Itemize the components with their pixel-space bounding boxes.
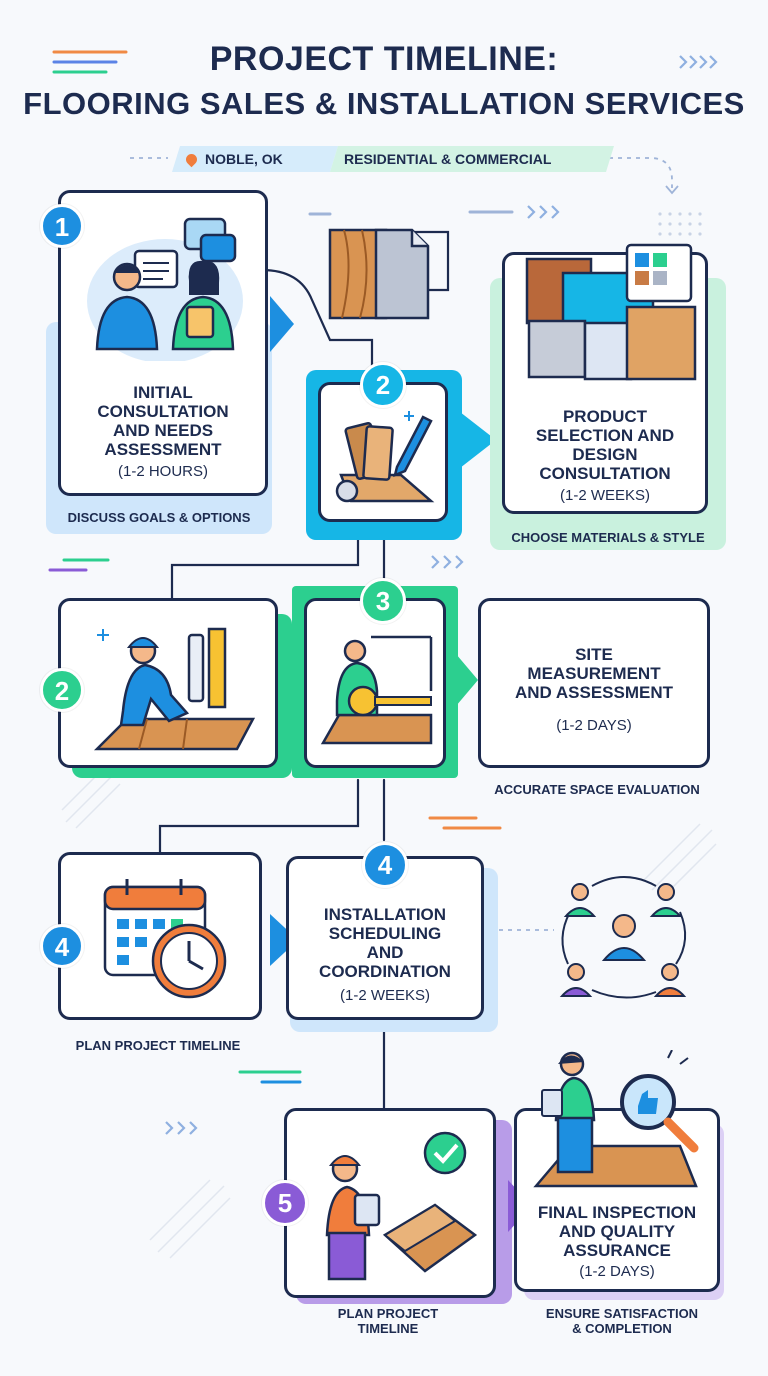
step3-arrow: [456, 654, 478, 706]
step5-duration: (1-2 DAYS): [579, 1263, 655, 1280]
step3-left-badge: 2: [40, 668, 84, 712]
step4-text-card: INSTALLATION SCHEDULING AND COORDINATION…: [286, 856, 484, 1020]
step4-duration: (1-2 WEEKS): [339, 987, 430, 1004]
page-subtitle: FLOORING SALES & INSTALLATION SERVICES: [23, 86, 745, 121]
step4-left-card: [58, 852, 262, 1020]
step3-text-card: SITE MEASUREMENT AND ASSESSMENT (1-2 DAY…: [478, 598, 710, 768]
step4-caption: PLAN PROJECT TIMELINE: [75, 1038, 241, 1053]
material-samples-icon: [335, 411, 435, 503]
step1-badge: 1: [40, 204, 84, 248]
installer-icon: [93, 627, 256, 751]
step3-badge: 3: [360, 578, 406, 624]
step4-badge: 4: [362, 842, 408, 888]
step1-duration: (1-2 HOURS): [117, 463, 208, 480]
step2-caption: CHOOSE MATERIALS & STYLE: [511, 530, 705, 545]
step2-duration: (1-2 WEEKS): [559, 487, 650, 504]
inspection-icon: [533, 1050, 699, 1188]
measuring-icon: [320, 635, 433, 745]
step2-badge: 2: [360, 362, 406, 408]
step4-title: INSTALLATION SCHEDULING AND COORDINATION: [319, 905, 451, 981]
calendar-clock-icon: [103, 879, 227, 999]
step1-caption: DISCUSS GOALS & OPTIONS: [67, 510, 251, 525]
step1-arrow: [270, 296, 294, 352]
step4-left-badge: 4: [40, 924, 84, 968]
map-pin-icon: [184, 152, 200, 168]
step2-title: PRODUCT SELECTION AND DESIGN CONSULTATIO…: [535, 407, 675, 483]
step3-title: SITE MEASUREMENT AND ASSESSMENT: [514, 645, 674, 702]
page-title: PROJECT TIMELINE:: [209, 40, 559, 78]
consultation-icon: [87, 217, 243, 361]
step1-card: INITIAL CONSULTATION AND NEEDS ASSESSMEN…: [58, 190, 268, 496]
installer-checkmark-icon: [325, 1131, 478, 1281]
step5-caption: ENSURE SATISFACTION & COMPLETION: [545, 1306, 699, 1336]
step3-left-card: [58, 598, 278, 768]
step1-title: INITIAL CONSULTATION AND NEEDS ASSESSMEN…: [97, 383, 229, 459]
step5-left-caption: PLAN PROJECT TIMELINE: [337, 1306, 439, 1336]
step3-duration: (1-2 DAYS): [556, 717, 632, 734]
product-selection-card: PRODUCT SELECTION AND DESIGN CONSULTATIO…: [502, 243, 708, 514]
step5-left-card: [284, 1108, 496, 1298]
location-tag: NOBLE, OK: [172, 146, 338, 172]
service-type-tag: RESIDENTIAL & COMMERCIAL: [330, 146, 614, 172]
flooring-collage-icon: [525, 243, 697, 381]
step5-title: FINAL INSPECTION AND QUALITY ASSURANCE: [537, 1203, 697, 1260]
step3-caption: ACCURATE SPACE EVALUATION: [494, 782, 700, 797]
material-swatches-icon: [328, 228, 430, 320]
team-coordination-icon: [559, 876, 687, 999]
step3-center-card: [304, 598, 446, 768]
step5-badge: 5: [262, 1180, 308, 1226]
